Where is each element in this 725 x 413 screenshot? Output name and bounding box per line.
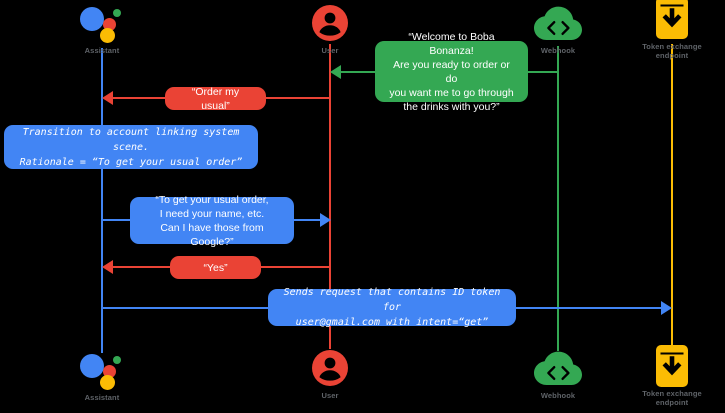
actor-label-token-endpoint: Token exchange endpoint [642, 42, 702, 60]
actor-assistant-top[interactable]: Assistant [47, 2, 157, 55]
actor-label-assistant: Assistant [84, 393, 120, 402]
message-token-request: Sends request that contains ID token for… [268, 287, 516, 328]
actor-user-bottom[interactable]: User [275, 347, 385, 400]
arrow-head-consent-prompt [320, 213, 331, 227]
message-user-yes-text: “Yes” [203, 261, 228, 274]
google-assistant-logo-icon [47, 349, 157, 391]
note-transition: Transition to account linking system sce… [4, 125, 258, 169]
message-welcome-prompt: “Welcome to Boba Bonanza! Are you ready … [375, 31, 528, 113]
person-circle-icon [275, 347, 385, 389]
download-box-icon [617, 345, 725, 387]
cloud-code-icon [503, 2, 613, 44]
actor-user-top[interactable]: User [275, 2, 385, 55]
note-transition-text: Transition to account linking system sce… [19, 126, 243, 168]
arrow-head-order-my-usual [102, 91, 113, 105]
message-user-yes: “Yes” [170, 256, 261, 279]
actor-label-webhook: Webhook [540, 391, 576, 400]
lifeline-webhook [557, 46, 559, 351]
lifeline-assistant [101, 48, 103, 353]
actor-label-user: User [321, 46, 339, 55]
actor-webhook-top[interactable]: Webhook [503, 2, 613, 55]
actor-token-endpoint-top[interactable]: Token exchange endpoint [617, 0, 725, 60]
arrow-head-welcome-prompt [330, 65, 341, 79]
actor-token-endpoint-bottom[interactable]: Token exchange endpoint [617, 345, 725, 407]
lifeline-user [329, 44, 331, 349]
actor-label-assistant: Assistant [84, 46, 120, 55]
person-circle-icon [275, 2, 385, 44]
actor-label-webhook: Webhook [540, 46, 576, 55]
actor-assistant-bottom[interactable]: Assistant [47, 349, 157, 402]
google-assistant-logo-icon [47, 2, 157, 44]
message-token-request-text: Sends request that contains ID token for… [283, 287, 501, 328]
message-welcome-prompt-text: “Welcome to Boba Bonanza! Are you ready … [389, 30, 514, 113]
cloud-code-icon [503, 347, 613, 389]
message-consent-prompt: “To get your usual order, I need your na… [130, 194, 294, 248]
message-consent-prompt-text: “To get your usual order, I need your na… [155, 193, 269, 248]
lifeline-token-endpoint [671, 44, 673, 349]
message-order-my-usual: “Order my usual” [165, 85, 266, 112]
actor-webhook-bottom[interactable]: Webhook [503, 347, 613, 400]
actor-label-token-endpoint: Token exchange endpoint [642, 389, 702, 407]
download-box-icon [617, 0, 725, 40]
arrow-head-user-yes [102, 260, 113, 274]
message-order-my-usual-text: “Order my usual” [191, 85, 240, 112]
actor-label-user: User [321, 391, 339, 400]
arrow-head-token-request [661, 301, 672, 315]
